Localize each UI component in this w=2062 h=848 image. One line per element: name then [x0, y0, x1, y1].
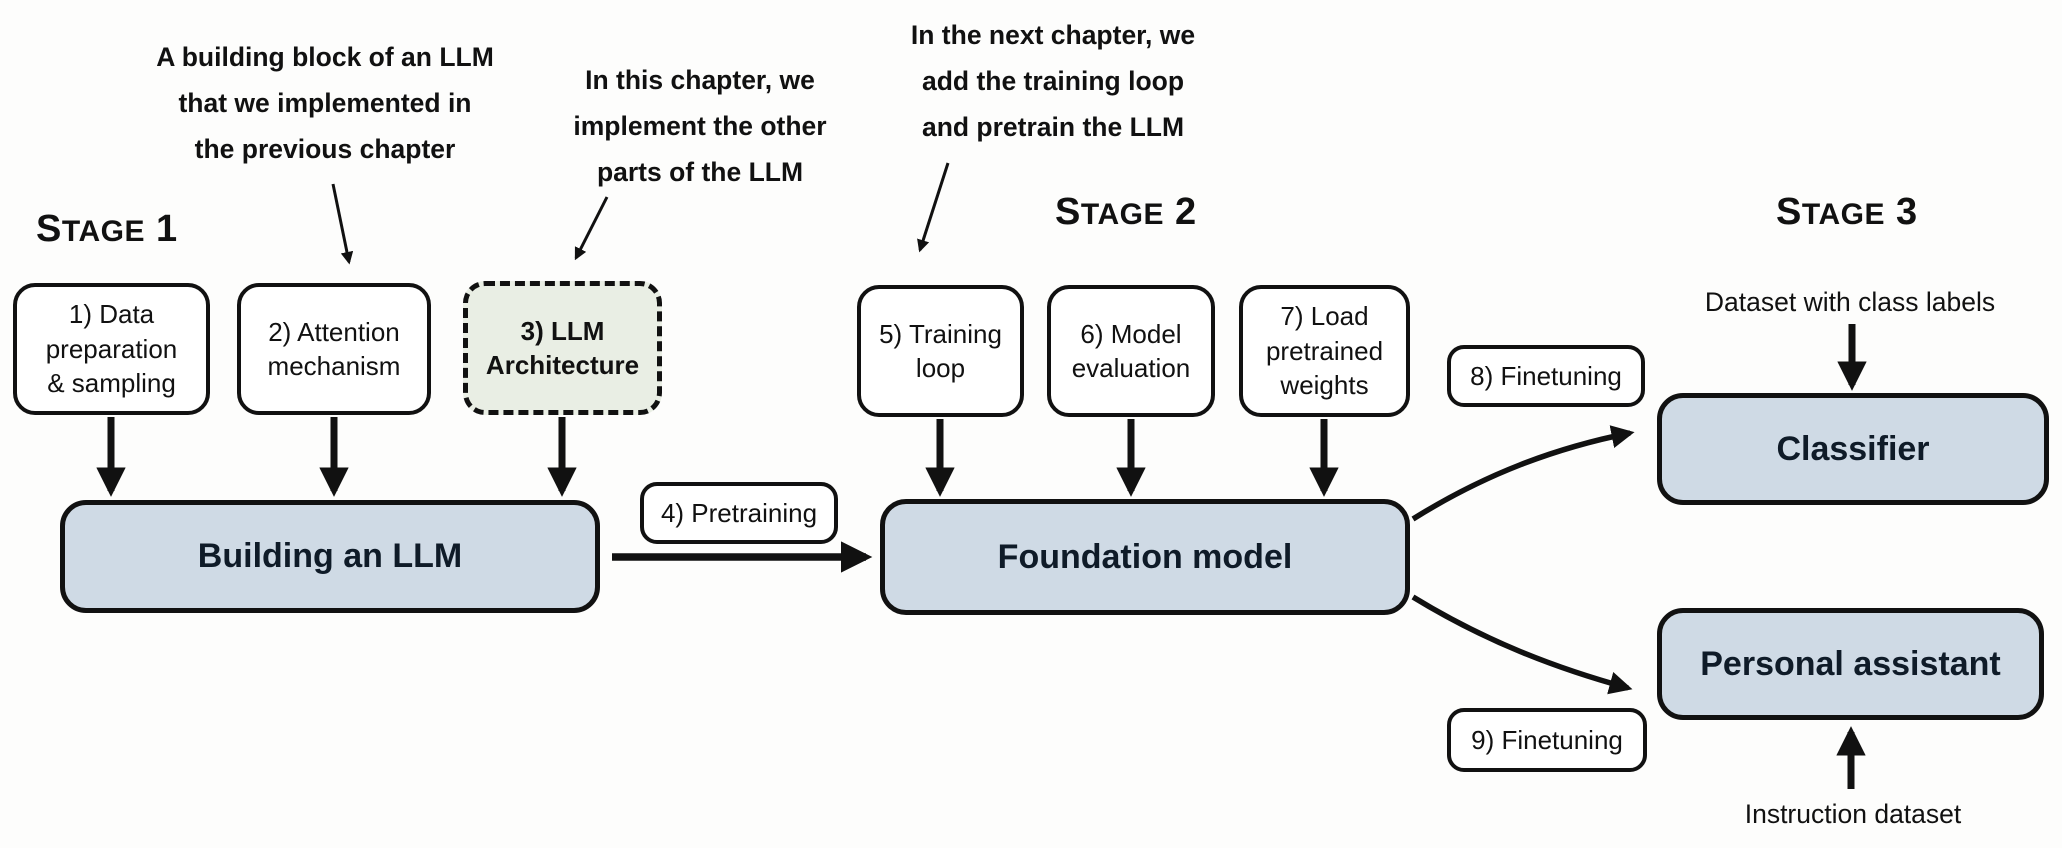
stage-1-rest: TAGE	[61, 215, 145, 248]
box-data-preparation: 1) Data preparation & sampling	[13, 283, 210, 415]
arrow-foundation-to-classifier	[1411, 425, 1635, 522]
note-line: and pretrain the LLM	[921, 112, 1185, 142]
stage-1-number: 1	[156, 208, 178, 250]
box-line: 1) Data	[68, 299, 155, 330]
box-line: evaluation	[1071, 353, 1191, 383]
box-personal-assistant: Personal assistant	[1657, 608, 2044, 720]
note-building-block: A building block of an LLM that we imple…	[125, 34, 525, 172]
note-this-chapter: In this chapter, we implement the other …	[500, 57, 900, 195]
stage-3-heading: STAGE 3	[1776, 191, 1918, 234]
label-text: 8) Finetuning	[1470, 360, 1622, 391]
box-label: Classifier	[1776, 429, 1930, 468]
note-next-chapter: In the next chapter, we add the training…	[853, 12, 1253, 150]
box-line: 3) LLM	[520, 315, 605, 346]
label-finetuning-classifier: 8) Finetuning	[1447, 345, 1645, 407]
note-line: implement the other	[573, 111, 827, 141]
box-line: & sampling	[47, 368, 176, 399]
box-line: preparation	[45, 333, 178, 364]
box-model-evaluation: 6) Model evaluation	[1047, 285, 1215, 417]
box-line: 2) Attention	[268, 316, 400, 347]
label-finetuning-assistant: 9) Finetuning	[1447, 708, 1647, 772]
label-text: 9) Finetuning	[1471, 724, 1623, 755]
label-text: Instruction dataset	[1744, 799, 1962, 829]
stage-2-heading: STAGE 2	[1055, 191, 1197, 234]
stage-3-rest: TAGE	[1801, 198, 1885, 231]
box-line: mechanism	[267, 351, 401, 381]
note-line: In this chapter, we	[585, 65, 815, 95]
label-text: Dataset with class labels	[1704, 287, 1996, 317]
note-line: the previous chapter	[194, 134, 456, 164]
box-llm-architecture: 3) LLM Architecture	[463, 281, 662, 415]
stage-3-initial: S	[1776, 191, 1802, 233]
arrow-note-this-chapter-to-llm-architecture	[574, 196, 609, 261]
stage-1-initial: S	[36, 208, 62, 250]
arrow-foundation-to-assistant	[1411, 594, 1633, 695]
label-instruction-dataset: Instruction dataset	[1653, 799, 2053, 830]
box-building-an-llm: Building an LLM	[60, 500, 600, 613]
box-line: loop	[915, 353, 966, 383]
box-label: Building an LLM	[197, 537, 463, 575]
box-label: Personal assistant	[1700, 644, 2001, 683]
box-line: weights	[1280, 370, 1369, 401]
label-dataset-with-class-labels: Dataset with class labels	[1650, 287, 2050, 318]
box-line: Architecture	[485, 350, 640, 380]
box-foundation-model: Foundation model	[880, 499, 1410, 615]
box-classifier: Classifier	[1657, 393, 2049, 505]
arrow-note-building-block-to-attention	[331, 183, 354, 265]
stage-2-initial: S	[1055, 191, 1081, 233]
note-line: In the next chapter, we	[910, 20, 1196, 50]
note-line: A building block of an LLM	[156, 42, 494, 72]
stage-1-heading: STAGE 1	[36, 208, 178, 251]
box-line: 5) Training	[879, 318, 1002, 349]
box-attention-mechanism: 2) Attention mechanism	[237, 283, 431, 415]
note-line: that we implemented in	[178, 88, 472, 118]
stage-2-number: 2	[1175, 191, 1197, 233]
box-line: 7) Load	[1280, 301, 1369, 332]
box-line: 6) Model	[1080, 318, 1182, 349]
arrow-note-next-chapter-to-training-loop	[917, 162, 950, 253]
stage-2-rest: TAGE	[1080, 198, 1164, 231]
box-line: pretrained	[1265, 335, 1384, 366]
note-line: parts of the LLM	[596, 157, 804, 187]
box-training-loop: 5) Training loop	[857, 285, 1024, 417]
stage-3-number: 3	[1896, 191, 1918, 233]
box-load-pretrained-weights: 7) Load pretrained weights	[1239, 285, 1410, 417]
label-pretraining: 4) Pretraining	[640, 482, 838, 544]
box-label: Foundation model	[997, 537, 1293, 576]
note-line: add the training loop	[921, 66, 1185, 96]
label-text: 4) Pretraining	[660, 497, 818, 528]
